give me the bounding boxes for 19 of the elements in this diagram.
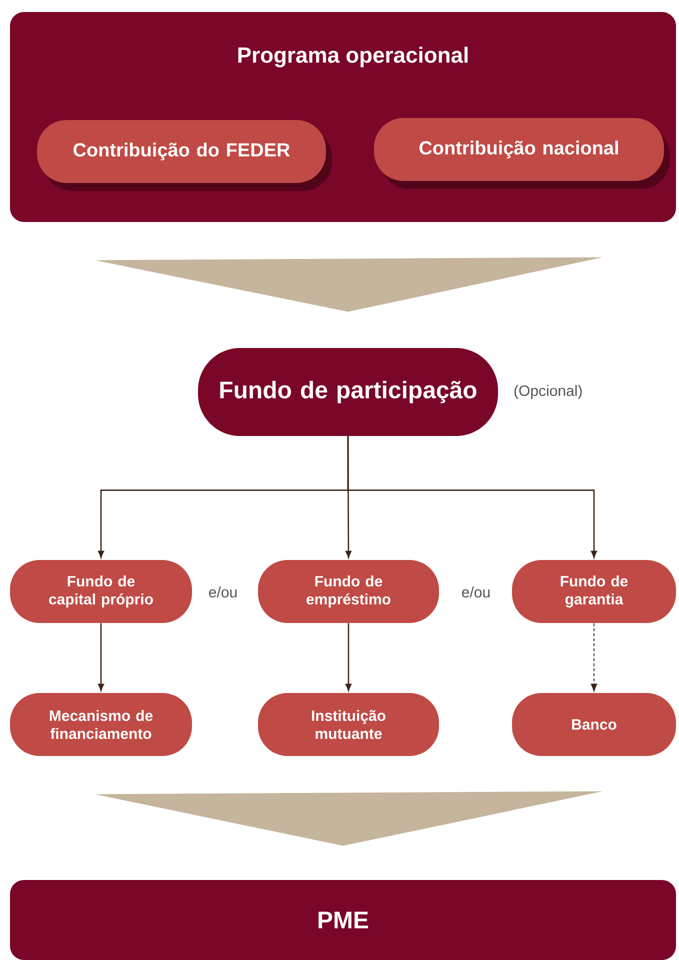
arrow (347, 436, 597, 558)
stage-panel: PME (10, 880, 676, 960)
fund-box: Fundo de capital próprio (10, 560, 192, 623)
funnel-arrow (95, 791, 603, 846)
arrow (590, 622, 598, 692)
connector-label: e/ou (462, 586, 490, 598)
beside-note: (Opcional) (514, 385, 582, 399)
fund-box: Fundo de empréstimo (258, 560, 439, 623)
fund-box: Mecanismo de financiamento (10, 693, 192, 756)
arrow (98, 623, 104, 691)
arrow (346, 623, 352, 691)
funnel-arrow (95, 257, 603, 312)
fund-box: Contribuição do FEDER (37, 120, 326, 183)
stage-panel: Fundo de participação (198, 348, 498, 436)
fund-box: Banco (512, 693, 676, 756)
fund-box: Instituição mutuante (258, 693, 439, 756)
connector-label: e/ou (209, 586, 237, 598)
fund-box: Fundo de garantia (512, 560, 676, 623)
fund-box: Contribuição nacional (374, 118, 664, 181)
